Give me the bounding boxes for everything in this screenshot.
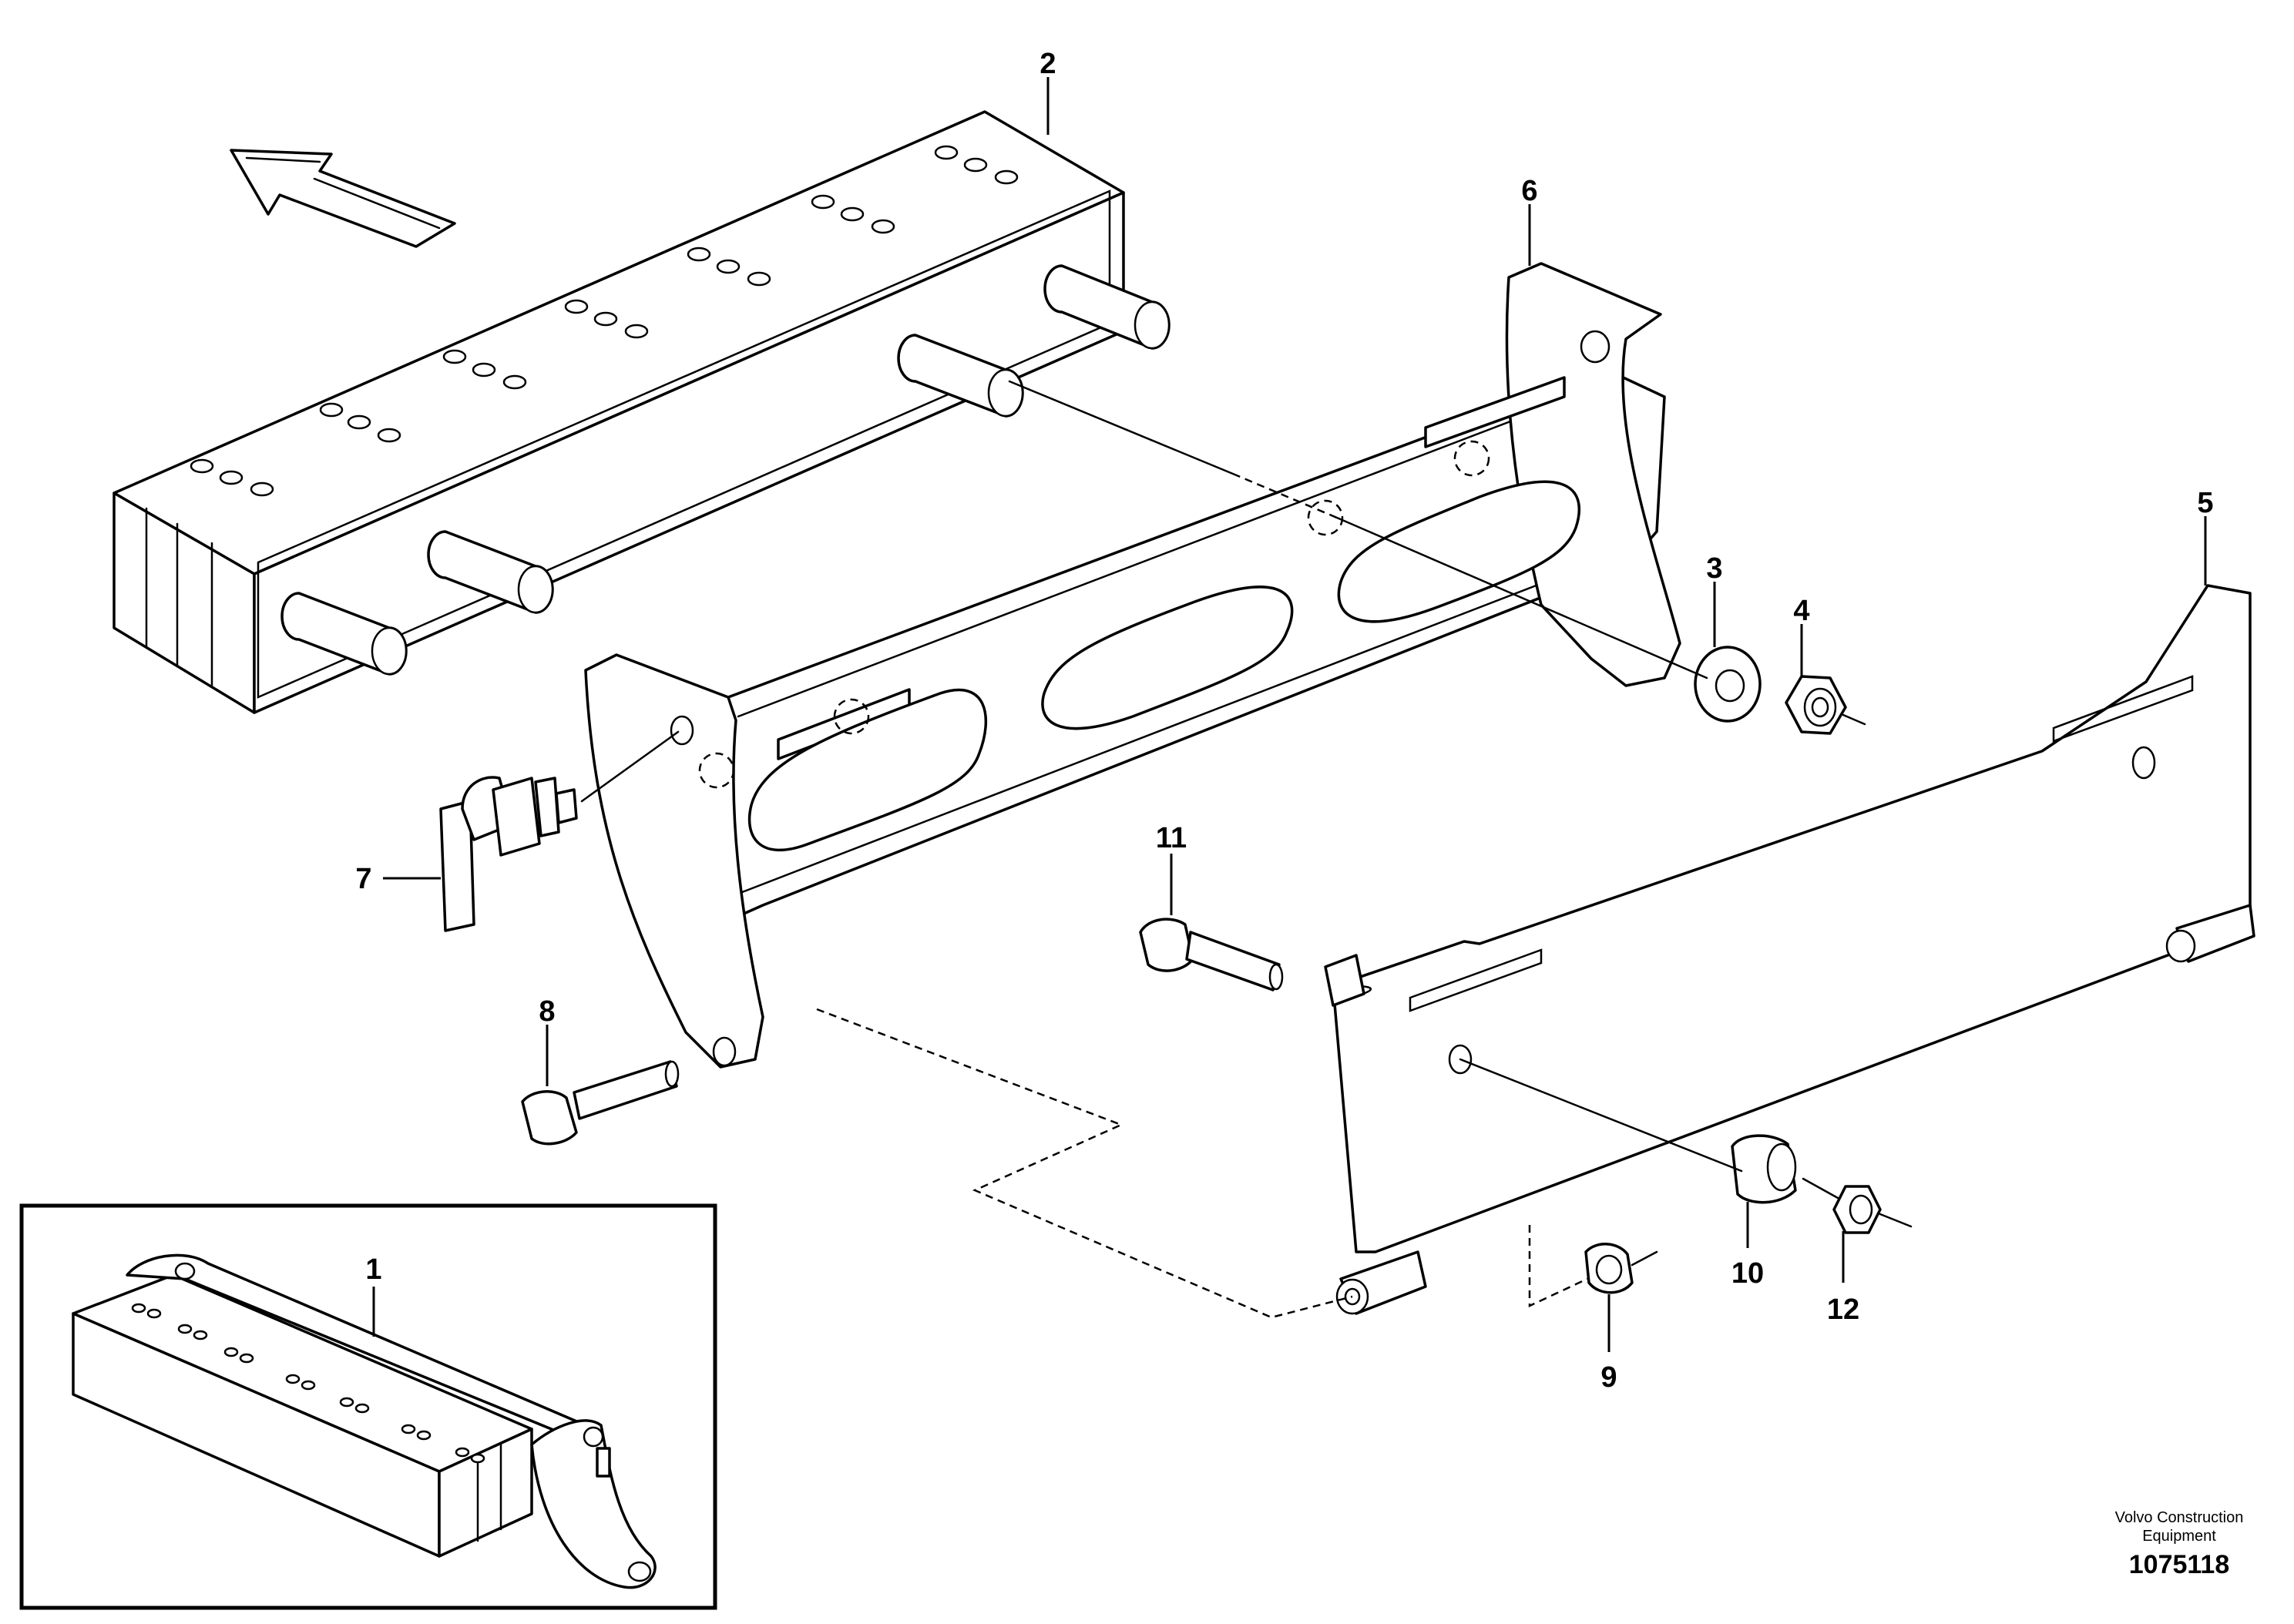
part-2-block bbox=[113, 110, 1171, 714]
callout-7: 7 bbox=[355, 863, 371, 895]
credit-line-1: Volvo Construction bbox=[2115, 1509, 2244, 1526]
callout-1: 1 bbox=[365, 1253, 381, 1286]
callout-12: 12 bbox=[1827, 1293, 1859, 1326]
part-9-plug bbox=[1584, 1243, 1634, 1294]
credit-line-2: Equipment bbox=[2142, 1528, 2216, 1545]
part-7-fitting bbox=[439, 776, 578, 932]
part-1-assembly bbox=[72, 1253, 657, 1589]
callout-10: 10 bbox=[1731, 1257, 1764, 1290]
part-3-washer bbox=[1694, 646, 1762, 723]
callout-11: 11 bbox=[1156, 822, 1187, 854]
part-4-nut bbox=[1785, 675, 1847, 735]
assembly-lines bbox=[580, 380, 1913, 1319]
block-top-holes bbox=[190, 145, 1019, 497]
part-6-frame bbox=[584, 262, 1681, 1069]
callout-9: 9 bbox=[1600, 1361, 1617, 1394]
part-12-nut bbox=[1832, 1185, 1882, 1234]
direction-arrow-icon bbox=[230, 149, 456, 248]
callout-4: 4 bbox=[1793, 595, 1809, 627]
part-11-bolt bbox=[1139, 918, 1284, 992]
inset-box bbox=[19, 1203, 717, 1610]
part-5-plate bbox=[1324, 584, 2255, 1315]
part-10-spacer bbox=[1731, 1134, 1797, 1204]
callout-2: 2 bbox=[1040, 48, 1056, 80]
callout-5: 5 bbox=[2197, 487, 2213, 519]
callout-8: 8 bbox=[539, 995, 555, 1028]
callout-leaders bbox=[372, 77, 2207, 1352]
document-number: 1075118 bbox=[2129, 1550, 2230, 1579]
block-pins bbox=[280, 264, 1171, 676]
callout-3: 3 bbox=[1706, 552, 1722, 585]
part-8-bolt bbox=[521, 1060, 680, 1146]
callout-6: 6 bbox=[1521, 175, 1537, 207]
